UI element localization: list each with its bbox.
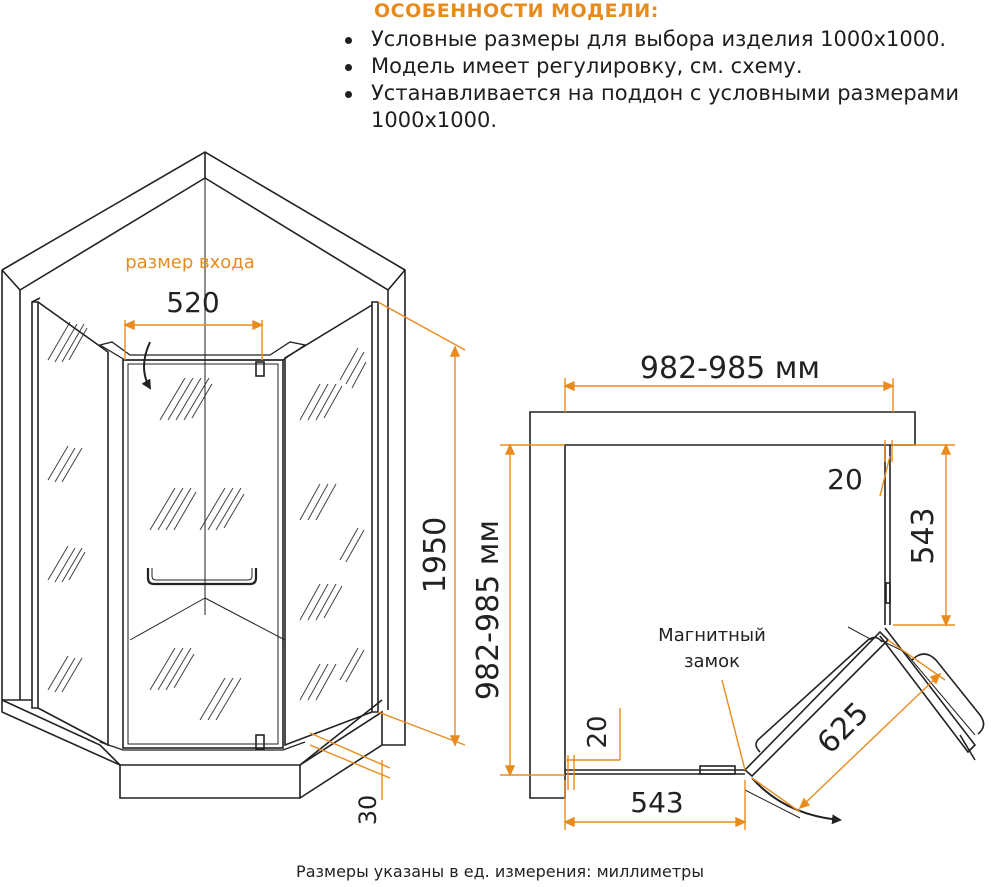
- plan-swing-arrow: [751, 777, 842, 825]
- perspective-dimensions: [123, 301, 466, 800]
- magnet-caption-line1: Магнитный: [658, 625, 766, 646]
- entrance-caption: размер входа: [125, 252, 255, 273]
- tray-height-label: 30: [354, 795, 382, 826]
- wall-inner: [19, 177, 389, 710]
- feature-item: Условные размеры для выбора изделия 1000…: [340, 26, 990, 53]
- plan-view: [529, 411, 985, 825]
- right-glass-panel: [284, 301, 379, 747]
- feature-item: Модель имеет регулировку, см. схему.: [340, 53, 990, 80]
- perspective-view: [1, 151, 406, 799]
- wall-outline: [1, 151, 406, 746]
- plan-bottom-side-label: 543: [630, 786, 683, 819]
- shower-tray: [1, 699, 383, 799]
- plan-dimensions: [500, 378, 955, 830]
- door-panel: [98, 341, 307, 751]
- glass-reflections: [47, 321, 367, 721]
- plan-door-diagonal-label: 625: [811, 696, 876, 761]
- plan-offset-top-label: 20: [827, 463, 863, 496]
- units-footnote: Размеры указаны в ед. измерения: миллиме…: [296, 862, 704, 881]
- plan-right-side-label: 543: [906, 507, 941, 564]
- height-label: 1950: [418, 517, 453, 593]
- plan-top-width-label: 982-985 мм: [640, 351, 820, 386]
- features-list: Условные размеры для выбора изделия 1000…: [340, 26, 990, 134]
- plan-offset-bottom-label: 20: [583, 715, 613, 748]
- feature-item: Устанавливается на поддон с условными ра…: [340, 80, 990, 134]
- left-glass-panel: [31, 297, 109, 747]
- plan-left-depth-label: 982-985 мм: [471, 520, 506, 700]
- plan-door-handle: [755, 636, 883, 753]
- door-handle: [146, 568, 258, 586]
- entrance-width-label: 520: [166, 286, 219, 319]
- door-swing-arrow: [141, 341, 152, 390]
- features-title: ОСОБЕННОСТИ МОДЕЛИ:: [374, 0, 659, 22]
- magnet-caption-line2: замок: [684, 651, 740, 672]
